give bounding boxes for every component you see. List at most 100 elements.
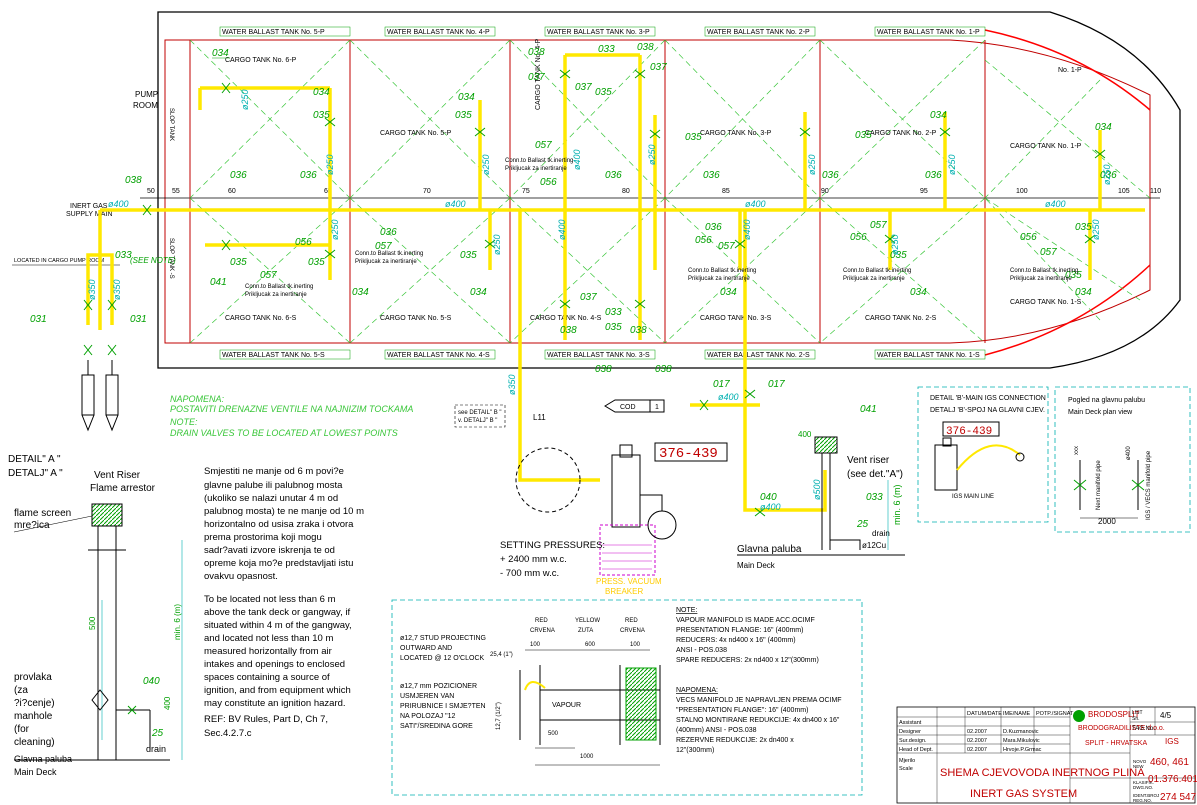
svg-text:037: 037: [575, 82, 592, 93]
svg-text:IME/NAME: IME/NAME: [1003, 711, 1031, 717]
svg-text:L11: L11: [533, 413, 546, 422]
svg-text:NAPOMENA:: NAPOMENA:: [170, 394, 225, 404]
svg-text:040: 040: [760, 492, 777, 503]
cargo-3p: CARGO TANK No. 3-P: [700, 130, 772, 137]
svg-text:situated within 4 m of the gan: situated within 4 m of the gangway,: [204, 620, 352, 631]
svg-text:"PRESENTATION FLANGE": 16" (40: "PRESENTATION FLANGE": 16" (400mm): [676, 707, 808, 714]
svg-text:1000: 1000: [580, 754, 594, 760]
svg-text:033: 033: [598, 44, 615, 55]
svg-text:Assistant: Assistant: [899, 720, 922, 726]
svg-text:Sec.4.2.7.c: Sec.4.2.7.c: [204, 728, 252, 739]
svg-text:ø12Cu: ø12Cu: [862, 541, 886, 550]
svg-text:(400mm) ANSI - POS.038: (400mm) ANSI - POS.038: [676, 727, 757, 734]
tank-1p-label: No. 1-P: [1058, 67, 1082, 74]
valve-icon: [221, 239, 231, 251]
svg-text:glavne palube ili palubnog mos: glavne palube ili palubnog mosta: [204, 480, 343, 491]
svg-text:02.2007: 02.2007: [967, 738, 987, 744]
svg-text:01.376.401: 01.376.401: [1148, 774, 1197, 785]
svg-text:035: 035: [230, 257, 247, 268]
svg-text:DETALJ 'B'-SPOJ NA GLAVNI CJEV: DETALJ 'B'-SPOJ NA GLAVNI CJEV.: [930, 407, 1045, 414]
svg-text:25,4 (1"): 25,4 (1"): [490, 652, 513, 658]
svg-text:105: 105: [1118, 188, 1130, 195]
valve-icon: [884, 234, 896, 244]
valve-icon: [699, 399, 709, 411]
pipe-tags: 034 034 035 036 038 036 036 057 056 057 …: [30, 42, 1117, 530]
svg-text:Sh.: Sh.: [1132, 716, 1140, 722]
svg-text:Next manifold pipe: Next manifold pipe: [1096, 460, 1102, 510]
svg-text:and located not less than 10 m: and located not less than 10 m: [204, 633, 333, 644]
svg-text:ignition, and from equipment w: ignition, and from equipment which: [204, 685, 351, 696]
svg-text:017: 017: [768, 379, 785, 390]
svg-text:NA POLOZAJ "12: NA POLOZAJ "12: [400, 713, 456, 720]
svg-text:034: 034: [930, 110, 947, 121]
svg-text:To be located not less than 6: To be located not less than 6 m: [204, 594, 336, 605]
cargo-2s: CARGO TANK No. 2-S: [865, 315, 937, 322]
svg-text:ø400: ø400: [445, 199, 466, 209]
svg-text:IDENT.BROJ: IDENT.BROJ: [1133, 793, 1159, 798]
svg-text:spaces containing a source of: spaces containing a source of: [204, 672, 330, 683]
svg-text:horizontalno od usisa zraka i: horizontalno od usisa zraka i otvora: [204, 519, 354, 530]
valve-icon: [1084, 234, 1096, 244]
cargo-6s: CARGO TANK No. 6-S: [225, 315, 297, 322]
svg-text:flame screen: flame screen: [14, 508, 71, 519]
svg-text:035: 035: [1075, 222, 1092, 233]
svg-text:NAPOMENA:: NAPOMENA:: [676, 687, 718, 694]
svg-text:033: 033: [605, 307, 622, 318]
valve-icon: [474, 127, 486, 137]
svg-text:SPLIT - HRVATSKA: SPLIT - HRVATSKA: [1085, 740, 1147, 747]
svg-text:036: 036: [380, 227, 397, 238]
svg-text:70: 70: [423, 188, 431, 195]
svg-text:may constitute an ignition haz: may constitute an ignition hazard.: [204, 698, 346, 709]
svg-text:drain: drain: [872, 529, 890, 538]
hull-outline: [157, 11, 1181, 369]
svg-text:ø250: ø250: [240, 89, 250, 110]
located-pump-room: LOCATED IN CARGO PUMP ROOM: [14, 258, 105, 264]
svg-text:measured horizontally from air: measured horizontally from air: [204, 646, 332, 657]
svg-text:ø400: ø400: [742, 219, 752, 240]
svg-text:D.Kuzmanovic: D.Kuzmanovic: [1003, 729, 1039, 735]
svg-text:ø250: ø250: [330, 219, 340, 240]
svg-text:NOVO: NOVO: [1133, 759, 1147, 764]
detail-a: DETAIL" A " DETALJ" A " Vent Riser Flame…: [8, 454, 183, 777]
svg-text:RED: RED: [535, 618, 548, 624]
svg-text:Designer: Designer: [899, 729, 921, 735]
svg-text:DATUM/DATE: DATUM/DATE: [967, 711, 1002, 717]
svg-text:033: 033: [115, 250, 132, 261]
cargo-1p: CARGO TANK No. 1-P: [1010, 143, 1082, 150]
svg-text:55: 55: [172, 188, 180, 195]
svg-text:85: 85: [722, 188, 730, 195]
svg-text:Conn.to Ballast tk.inerting: Conn.to Ballast tk.inerting: [1010, 268, 1078, 274]
svg-text:12"(300mm): 12"(300mm): [676, 747, 714, 754]
flame-arrestor-icon: [91, 503, 123, 527]
valve-icon: [1094, 149, 1106, 159]
svg-text:ø250: ø250: [807, 154, 817, 175]
svg-text:036: 036: [605, 170, 622, 181]
valve-icon: [754, 507, 766, 517]
drawing-title-hr: SHEMA CJEVOVODA INERTNOG PLINA: [940, 767, 1145, 779]
svg-text:056: 056: [1020, 232, 1037, 243]
svg-text:4/5: 4/5: [1160, 711, 1172, 720]
svg-text:Pogled na glavnu palubu: Pogled na glavnu palubu: [1068, 397, 1145, 404]
svg-text:100: 100: [630, 642, 641, 648]
svg-text:036: 036: [925, 170, 942, 181]
svg-text:COD: COD: [620, 404, 636, 411]
svg-text:PRIRUBNICE I SMJE?TEN: PRIRUBNICE I SMJE?TEN: [400, 703, 486, 710]
svg-text:TAG.No.: TAG.No.: [1132, 726, 1155, 732]
svg-text:Conn.to Ballast tk.inerting: Conn.to Ballast tk.inerting: [245, 284, 313, 290]
cargo-boundary: [164, 39, 1151, 344]
svg-text:ø250: ø250: [647, 144, 657, 165]
valve-icon: [744, 389, 756, 399]
svg-text:opreme koja mo?e predstavljati: opreme koja mo?e predstavljati istu: [204, 558, 353, 569]
drain-note: NAPOMENA: POSTAVITI DRENAZNE VENTILE NA …: [170, 394, 413, 438]
svg-text:02.2007: 02.2007: [967, 747, 987, 753]
main-deck-plan-view: Pogled na glavnu palubu Main Deck plan v…: [1054, 386, 1191, 533]
svg-text:intakes and openings to enclos: intakes and openings to enclosed: [204, 659, 345, 670]
ballast-5s: WATER BALLAST TANK No. 5-S: [222, 352, 325, 359]
valve-icon: [734, 239, 746, 249]
svg-text:Glavna paluba: Glavna paluba: [14, 754, 72, 764]
svg-text:USMJEREN VAN: USMJEREN VAN: [400, 693, 454, 700]
svg-text:Main Deck: Main Deck: [14, 767, 57, 777]
svg-text:min. 6 (m): min. 6 (m): [892, 484, 902, 525]
vapour-manifold-detail: ø12,7 STUD PROJECTING OUTWARD AND LOCATE…: [391, 599, 863, 796]
svg-text:SETTING PRESSURES:: SETTING PRESSURES:: [500, 540, 605, 551]
